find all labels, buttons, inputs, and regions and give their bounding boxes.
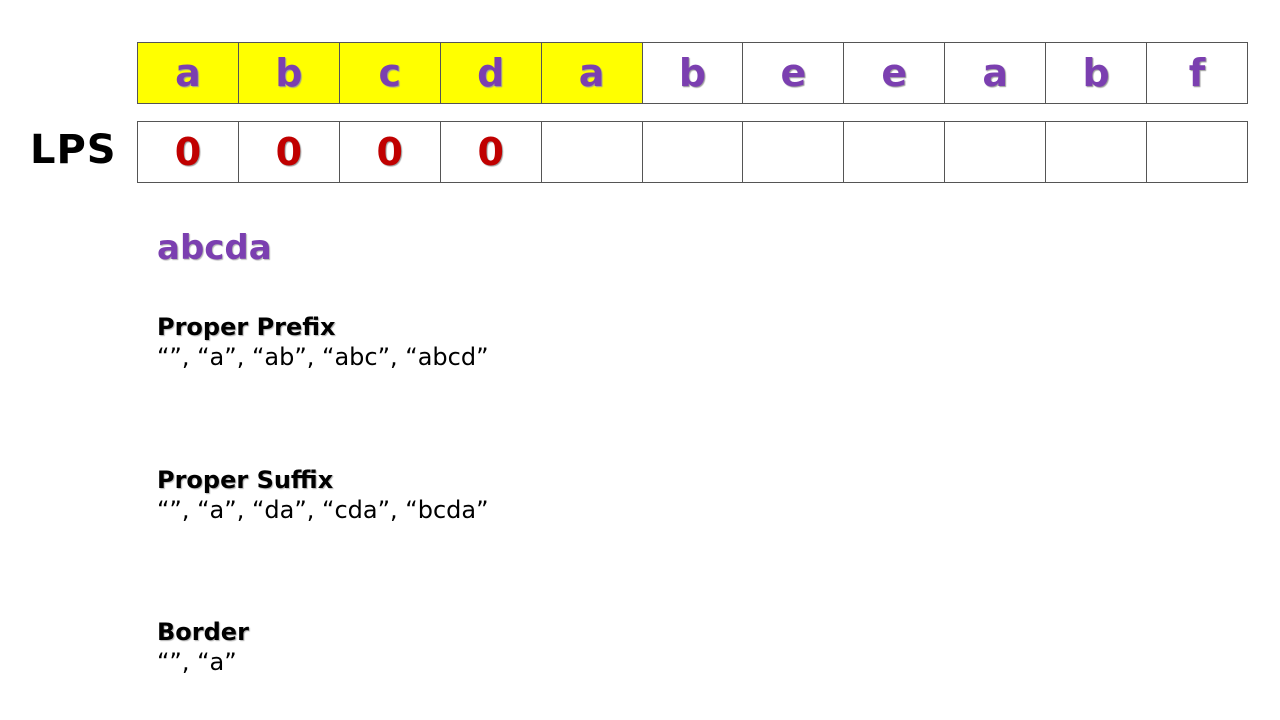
lps-cell	[1046, 122, 1148, 183]
pattern-cell: a	[945, 43, 1047, 104]
pattern-row: a b c d a b e e a b f	[137, 42, 1248, 104]
border-values: “”, “a”	[157, 648, 237, 676]
border-section: Border “”, “a”	[157, 618, 249, 676]
lps-cell: 0	[138, 122, 239, 183]
lps-cell: 0	[238, 122, 340, 183]
lps-cell	[743, 122, 845, 183]
proper-suffix-heading: Proper Suffix	[157, 466, 334, 494]
lps-cell: 0	[339, 122, 441, 183]
pattern-cell: b	[238, 43, 340, 104]
proper-prefix-values: “”, “a”, “ab”, “abc”, “abcd”	[157, 343, 489, 371]
current-string: abcda	[157, 228, 272, 268]
border-heading: Border	[157, 618, 249, 646]
lps-cell	[642, 122, 744, 183]
pattern-cell: c	[339, 43, 441, 104]
pattern-cell: f	[1147, 43, 1248, 104]
lps-cell: 0	[440, 122, 542, 183]
proper-suffix-section: Proper Suffix “”, “a”, “da”, “cda”, “bcd…	[157, 466, 489, 524]
pattern-cell: a	[541, 43, 643, 104]
pattern-cell: d	[440, 43, 542, 104]
pattern-cell: b	[1046, 43, 1148, 104]
pattern-cell: e	[844, 43, 946, 104]
proper-suffix-values: “”, “a”, “da”, “cda”, “bcda”	[157, 496, 489, 524]
lps-label: LPS	[30, 127, 117, 173]
pattern-cell: b	[642, 43, 744, 104]
proper-prefix-section: Proper Prefix “”, “a”, “ab”, “abc”, “abc…	[157, 313, 489, 371]
lps-cell	[945, 122, 1047, 183]
lps-row: 0 0 0 0	[137, 121, 1248, 183]
proper-prefix-heading: Proper Prefix	[157, 313, 336, 341]
pattern-cell: a	[138, 43, 239, 104]
pattern-cell: e	[743, 43, 845, 104]
lps-cell	[1147, 122, 1248, 183]
lps-cell	[844, 122, 946, 183]
lps-cell	[541, 122, 643, 183]
